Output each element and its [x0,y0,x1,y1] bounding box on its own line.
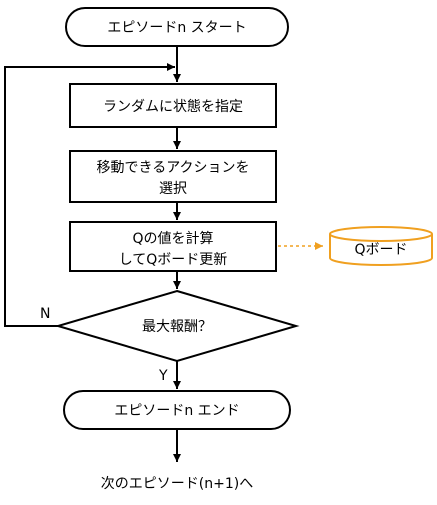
step-select-action-line2: 選択 [159,181,187,197]
start-label: エピソードn スタート [107,20,246,36]
step-select-action-line1: 移動できるアクションを [96,160,249,176]
step-compute-q-line1: Qの値を計算 [132,231,213,247]
qboard-storage [329,226,433,266]
step-compute-q [69,221,277,272]
end-label: エピソードn エンド [114,403,239,419]
next-episode-label: 次のエピソード(n+1)へ [101,476,253,492]
no-branch-label: N [40,306,50,322]
step-compute-q-line2: してQボード更新 [119,252,228,268]
qboard-label: Qボード [354,242,407,258]
decision-label: 最大報酬？ [142,319,212,335]
loop-back-connector [4,63,175,327]
step-random-state [69,83,277,128]
step-random-state-label: ランダムに状態を指定 [103,99,243,115]
step-select-action [69,150,277,203]
yes-branch-label: Y [158,368,168,384]
